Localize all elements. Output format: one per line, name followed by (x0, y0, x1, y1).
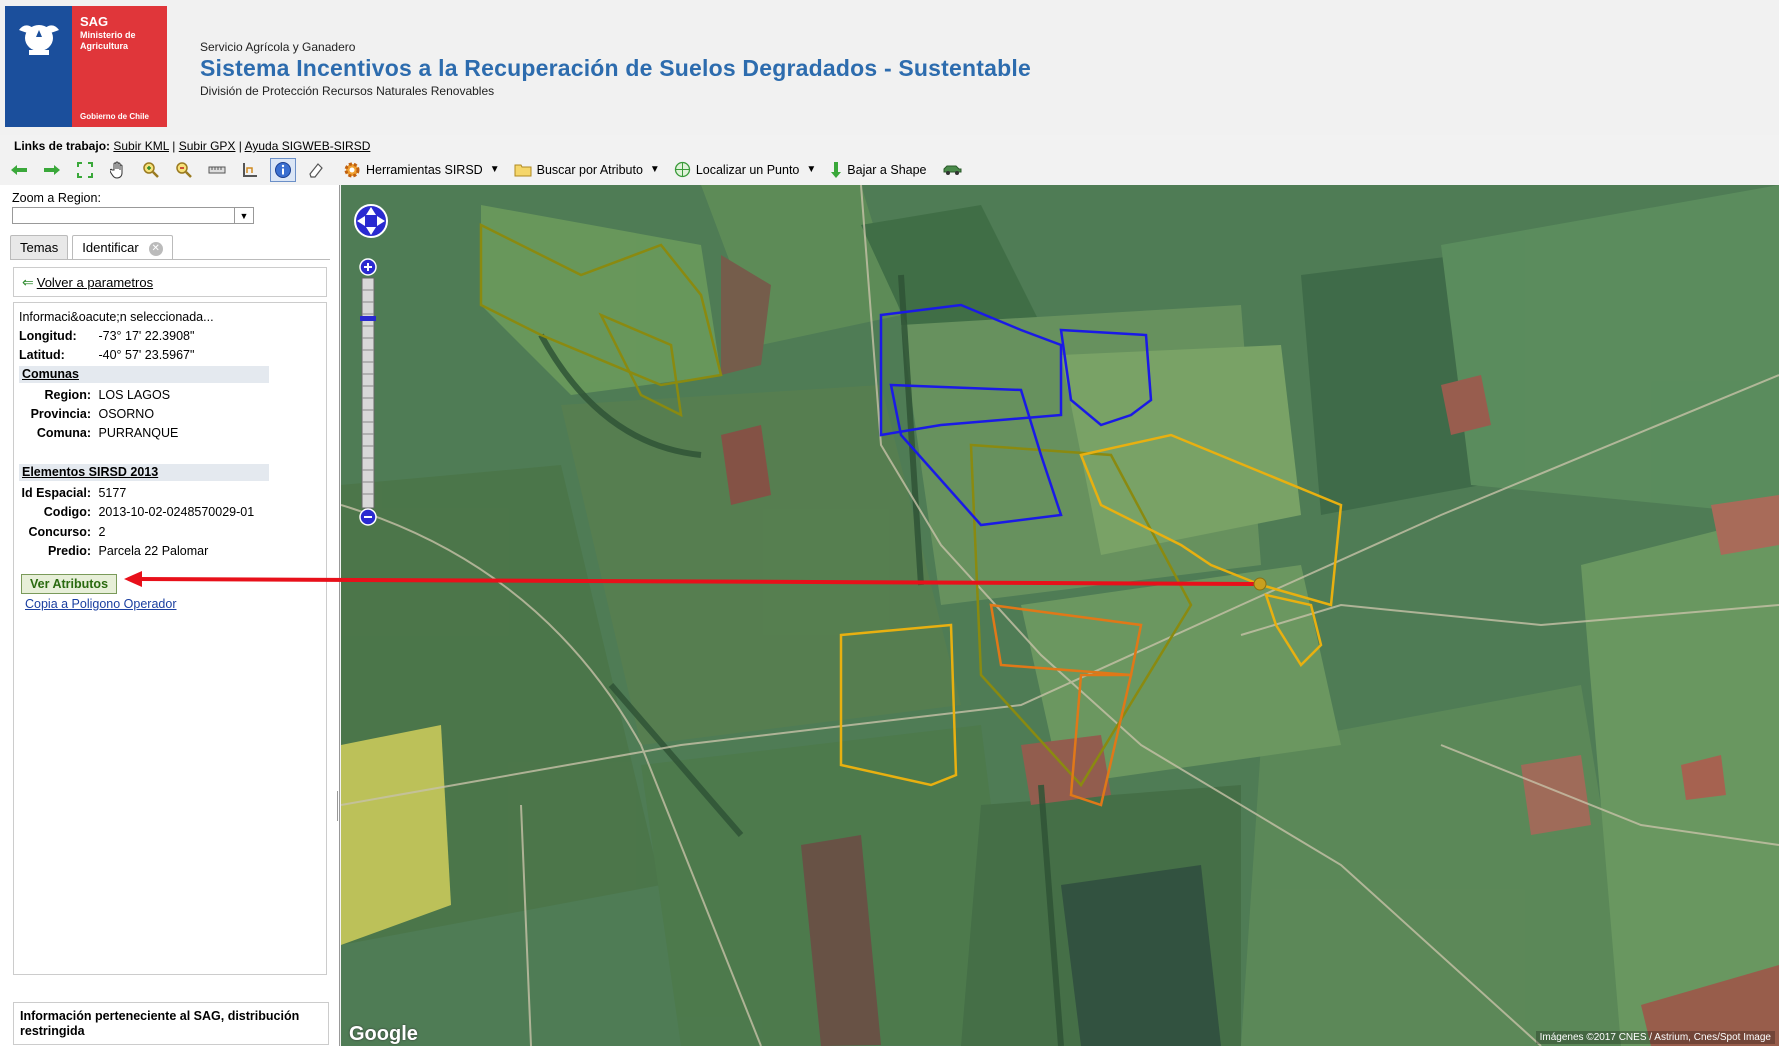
sag-logo: SAG Ministerio de Agricultura Gobierno d… (5, 6, 167, 127)
elementos-section-title: Elementos SIRSD 2013 (19, 464, 269, 481)
comuna-value: PURRANQUE (98, 426, 179, 440)
comunas-section-title: Comunas (19, 366, 269, 383)
concurso-label: Concurso: (28, 525, 92, 539)
area-icon[interactable] (237, 158, 263, 182)
provincia-row: Provincia: OSORNO (19, 407, 154, 421)
localizar-label: Localizar un Punto (695, 162, 800, 177)
chevron-down-icon: ▼ (649, 164, 660, 175)
chevron-down-icon: ▼ (489, 164, 500, 175)
division-name: División de Protección Recursos Naturale… (200, 84, 495, 98)
back-arrow-icon[interactable] (6, 158, 32, 182)
imagery-credit: Imágenes ©2017 CNES / Astrium, Cnes/Spot… (1535, 1031, 1775, 1044)
latitud-label: Latitud: (19, 348, 65, 362)
pan-hand-icon[interactable] (105, 158, 131, 182)
id-espacial-value: 5177 (98, 486, 127, 500)
predio-value: Parcela 22 Palomar (98, 544, 209, 558)
google-logo: Google (349, 1023, 418, 1045)
region-label: Region: (44, 388, 91, 402)
longitud-label: Longitud: (19, 329, 77, 343)
link-separator: | (235, 139, 245, 153)
herramientas-menu[interactable]: Herramientas SIRSD ▼ (343, 161, 500, 179)
logo-sag-text: SAG (80, 14, 109, 29)
chevron-down-icon: ▼ (806, 164, 817, 175)
comuna-row: Comuna: PURRANQUE (19, 426, 179, 440)
concurso-row: Concurso: 2 (19, 525, 106, 539)
link-ayuda[interactable]: Ayuda SIGWEB-SIRSD (244, 139, 371, 153)
work-links: Links de trabajo: Subir KML | Subir GPX … (14, 139, 370, 153)
logo-gobierno-text: Gobierno de Chile (80, 112, 149, 121)
map-toolbar: Herramientas SIRSD ▼ Buscar por Atributo… (0, 156, 1779, 183)
info-header: Informaci&oacute;n seleccionada... (19, 310, 214, 324)
region-value: LOS LAGOS (98, 388, 171, 402)
bajar-shape-button[interactable]: Bajar a Shape (830, 161, 927, 179)
tab-identificar[interactable]: Identificar ✕ (72, 235, 173, 259)
full-extent-icon[interactable] (72, 158, 98, 182)
header: SAG Ministerio de Agricultura Gobierno d… (0, 0, 1779, 135)
region-row: Region: LOS LAGOS (19, 388, 170, 402)
work-links-label: Links de trabajo: (14, 139, 111, 153)
tab-temas-label: Temas (20, 240, 59, 255)
ver-atributos-button[interactable]: Ver Atributos (21, 574, 118, 594)
herramientas-label: Herramientas SIRSD (366, 162, 483, 177)
link-subir-gpx[interactable]: Subir GPX (178, 139, 236, 153)
zoom-region-select[interactable]: ▼ (12, 207, 254, 224)
identify-tab-content: ⇐ Volver a parametros Informaci&oacute;n… (10, 259, 330, 975)
tab-temas[interactable]: Temas (10, 235, 69, 259)
car-icon[interactable] (939, 158, 965, 182)
pan-control-icon[interactable] (351, 193, 391, 249)
info-box: Informaci&oacute;n seleccionada... Longi… (13, 302, 327, 975)
close-icon[interactable]: ✕ (148, 241, 163, 256)
provincia-label: Provincia: (30, 407, 91, 421)
id-espacial-label: Id Espacial: (21, 486, 91, 500)
codigo-row: Codigo: 2013-10-02-0248570029-01 (19, 505, 254, 519)
zoom-region-label: Zoom a Region: (12, 191, 101, 205)
latitud-value: -40° 57' 23.5967" (98, 348, 195, 362)
map-view[interactable]: Google Imágenes ©2017 CNES / Astrium, Cn… (341, 185, 1779, 1046)
eraser-icon[interactable] (303, 158, 329, 182)
globe-target-icon (674, 161, 690, 178)
org-name: Servicio Agrícola y Ganadero (200, 40, 356, 54)
codigo-value: 2013-10-02-0248570029-01 (98, 505, 255, 519)
buscar-label: Buscar por Atributo (536, 162, 643, 177)
localizar-menu[interactable]: Localizar un Punto ▼ (674, 161, 816, 178)
bajar-label: Bajar a Shape (847, 162, 927, 177)
buscar-menu[interactable]: Buscar por Atributo ▼ (514, 162, 660, 177)
copia-poligono-link[interactable]: Copia a Poligono Operador (25, 597, 177, 611)
chile-crest-icon (19, 25, 59, 55)
id-espacial-row: Id Espacial: 5177 (19, 486, 127, 500)
link-separator: | (168, 139, 179, 153)
panel-tabs: Temas Identificar ✕ (10, 235, 177, 259)
download-arrow-icon (831, 161, 842, 178)
back-box: ⇐ Volver a parametros (13, 267, 327, 297)
map-zoom-slider[interactable] (358, 258, 378, 528)
left-panel: Zoom a Region: ▼ Temas Identificar ✕ ⇐ Vo… (0, 185, 342, 1046)
folder-icon (514, 164, 532, 177)
zoom-in-icon[interactable] (138, 158, 164, 182)
identify-icon[interactable] (270, 157, 296, 182)
zoom-out-icon[interactable] (171, 158, 197, 182)
link-subir-kml[interactable]: Subir KML (113, 139, 169, 153)
predio-row: Predio: Parcela 22 Palomar (19, 544, 208, 558)
tab-identificar-label: Identificar (82, 240, 139, 255)
codigo-label: Codigo: (43, 505, 91, 519)
satellite-imagery (341, 185, 1779, 1046)
measure-icon[interactable] (204, 158, 230, 182)
chevron-down-icon: ▼ (234, 208, 253, 223)
logo-ministry-text: Ministerio de Agricultura (80, 30, 136, 51)
provincia-value: OSORNO (98, 407, 155, 421)
predio-label: Predio: (47, 544, 91, 558)
back-arrow-icon: ⇐ (22, 273, 34, 290)
latitud-row: Latitud: -40° 57' 23.5967" (19, 348, 194, 362)
concurso-value: 2 (98, 525, 106, 539)
longitud-value: -73° 17' 22.3908" (98, 329, 195, 343)
forward-arrow-icon[interactable] (39, 158, 65, 182)
volver-link[interactable]: Volver a parametros (36, 274, 154, 290)
page-title: Sistema Incentivos a la Recuperación de … (200, 55, 1031, 81)
restricted-info-notice: Información perteneciente al SAG, distri… (13, 1002, 329, 1045)
comuna-label: Comuna: (36, 426, 91, 440)
gear-icon (344, 162, 360, 177)
longitud-row: Longitud: -73° 17' 22.3908" (19, 329, 194, 343)
